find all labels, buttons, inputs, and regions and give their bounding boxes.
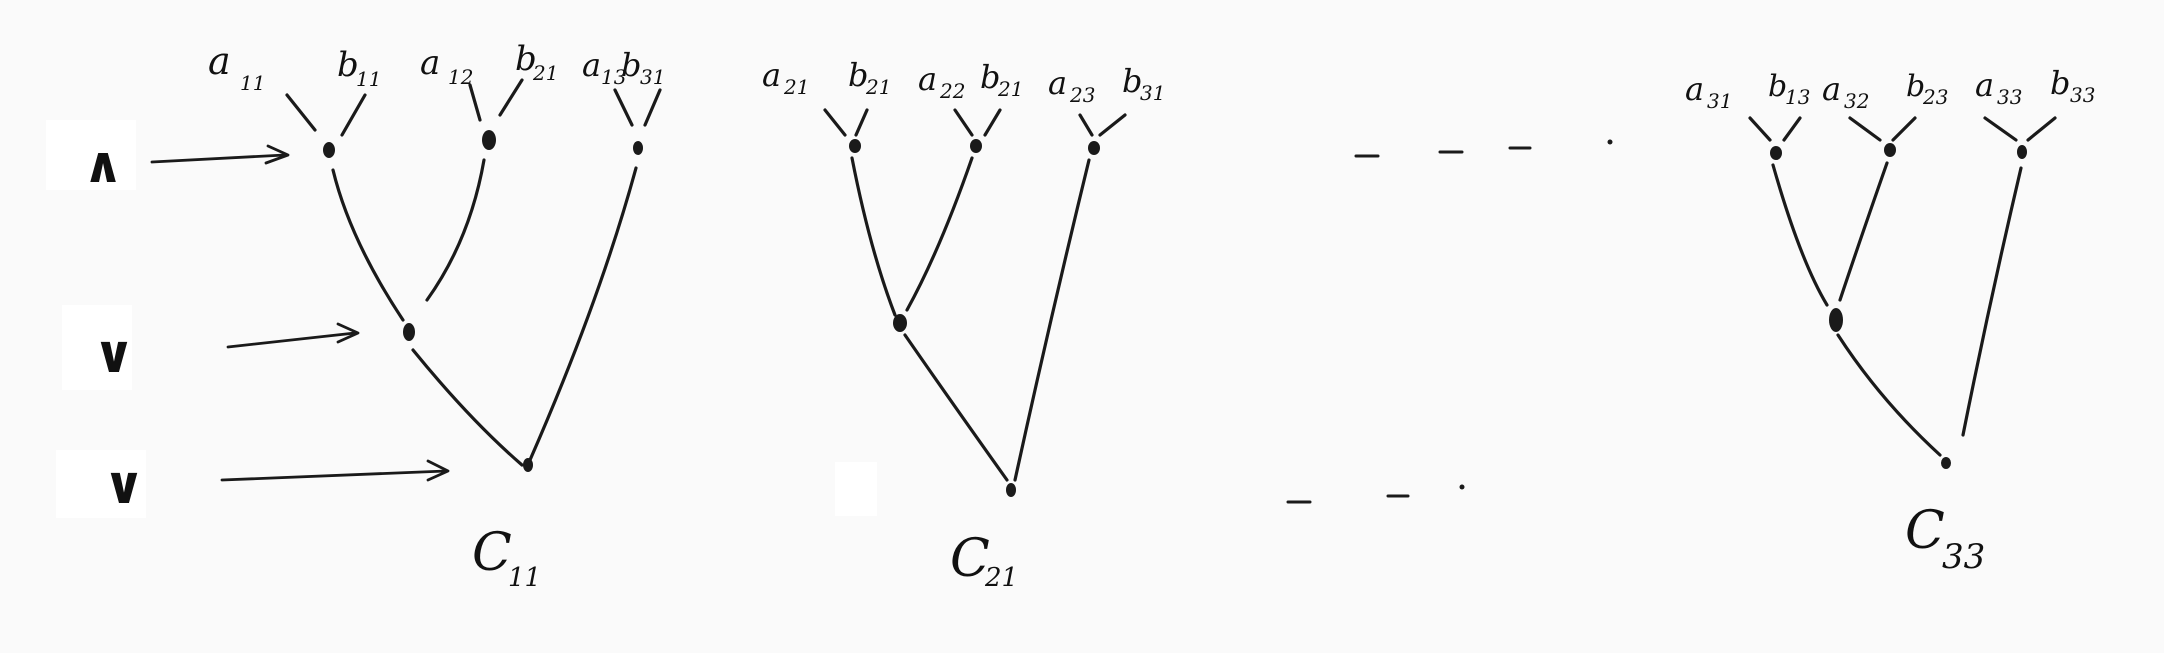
arrow-to-or-level-2 — [220, 459, 450, 482]
leaf-b: b — [337, 45, 359, 85]
leaf-a-sub: 23 — [1069, 83, 1095, 107]
output-label-sub: 11 — [508, 563, 541, 593]
and-gate-node — [323, 142, 335, 158]
leaf-b: b — [1906, 69, 1925, 104]
operator-patch — [62, 305, 132, 390]
leaf-b-sub: 11 — [356, 67, 381, 91]
tree-c33: a 31 b 13 a 32 b 23 a 33 b 33 C 33 — [1685, 64, 2095, 577]
leaf-b-sub: 13 — [1785, 85, 1810, 109]
ellipsis-bottom — [1286, 484, 1465, 504]
and-gate-node — [1088, 141, 1100, 155]
or-gate-node — [1829, 308, 1843, 332]
leaf-b-sub: 31 — [1140, 81, 1165, 105]
leaf-b: b — [2050, 64, 2070, 102]
leaf-a-sub: 13 — [601, 65, 626, 89]
leaf-a-sub: 32 — [1844, 89, 1869, 113]
leaf-b: b — [621, 46, 641, 84]
leaf-a: a — [420, 43, 440, 83]
leaf-b-sub: 21 — [865, 75, 891, 99]
operator-or: ∨ — [93, 325, 135, 385]
or-gate-node — [1006, 483, 1016, 497]
leaf-a: a — [918, 60, 937, 98]
and-gate-node — [1770, 146, 1782, 160]
or-gate-node — [893, 314, 907, 332]
leaf-a-sub: 11 — [240, 71, 265, 95]
operator-and: ∧ — [83, 136, 124, 194]
and-gate-node — [2017, 145, 2027, 159]
leaf-a-sub: 22 — [939, 79, 965, 103]
operator-patch — [56, 450, 146, 518]
leaf-a: a — [762, 56, 781, 94]
leaf-b: b — [848, 56, 868, 94]
leaf-b-sub: 23 — [1922, 85, 1948, 109]
operator-or: ∨ — [103, 456, 145, 516]
output-label-sub: 33 — [1942, 537, 1985, 577]
leaf-a: a — [582, 46, 601, 84]
leaf-b: b — [515, 39, 537, 79]
or-gate-node — [1941, 457, 1951, 469]
output-label: C — [472, 523, 512, 583]
and-gate-node — [633, 141, 643, 155]
leaf-a: a — [1975, 66, 1994, 104]
or-gate-node — [523, 458, 533, 472]
leaf-a: a — [1048, 64, 1067, 102]
leaf-b-sub: 21 — [997, 77, 1023, 101]
leaf-a: a — [208, 39, 231, 83]
or-gate-node — [403, 323, 415, 341]
operator-patch — [46, 120, 136, 190]
leaf-a-sub: 33 — [1997, 85, 2022, 109]
leaf-b: b — [980, 58, 1000, 96]
output-label: C — [1905, 501, 1945, 561]
output-label: C — [950, 529, 990, 589]
blank-patch — [835, 462, 877, 516]
tree-c21: a 21 b 21 a 22 b 21 a 23 b 31 C 21 — [762, 56, 1165, 593]
leaf-a-sub: 21 — [783, 75, 809, 99]
and-gate-node — [482, 130, 496, 150]
leaf-b-sub: 31 — [640, 65, 665, 89]
ellipsis-top — [1354, 139, 1613, 158]
leaf-b: b — [1768, 69, 1787, 104]
tree-c11: a 11 b 11 a 12 b 21 a 13 b 31 C 11 — [208, 39, 665, 593]
and-gate-node — [1884, 143, 1896, 157]
leaf-b-sub: 21 — [532, 61, 558, 85]
leaf-b-sub: 33 — [2070, 83, 2095, 107]
leaf-a: a — [1822, 70, 1841, 108]
leaf-a-sub: 31 — [1707, 89, 1732, 113]
and-gate-node — [970, 139, 982, 153]
arrow-to-and-level — [150, 144, 290, 165]
and-gate-node — [849, 139, 861, 153]
leaf-b: b — [1122, 62, 1142, 100]
output-label-sub: 21 — [984, 563, 1018, 593]
leaf-a: a — [1685, 70, 1704, 108]
arrow-to-or-level-1 — [226, 322, 360, 349]
